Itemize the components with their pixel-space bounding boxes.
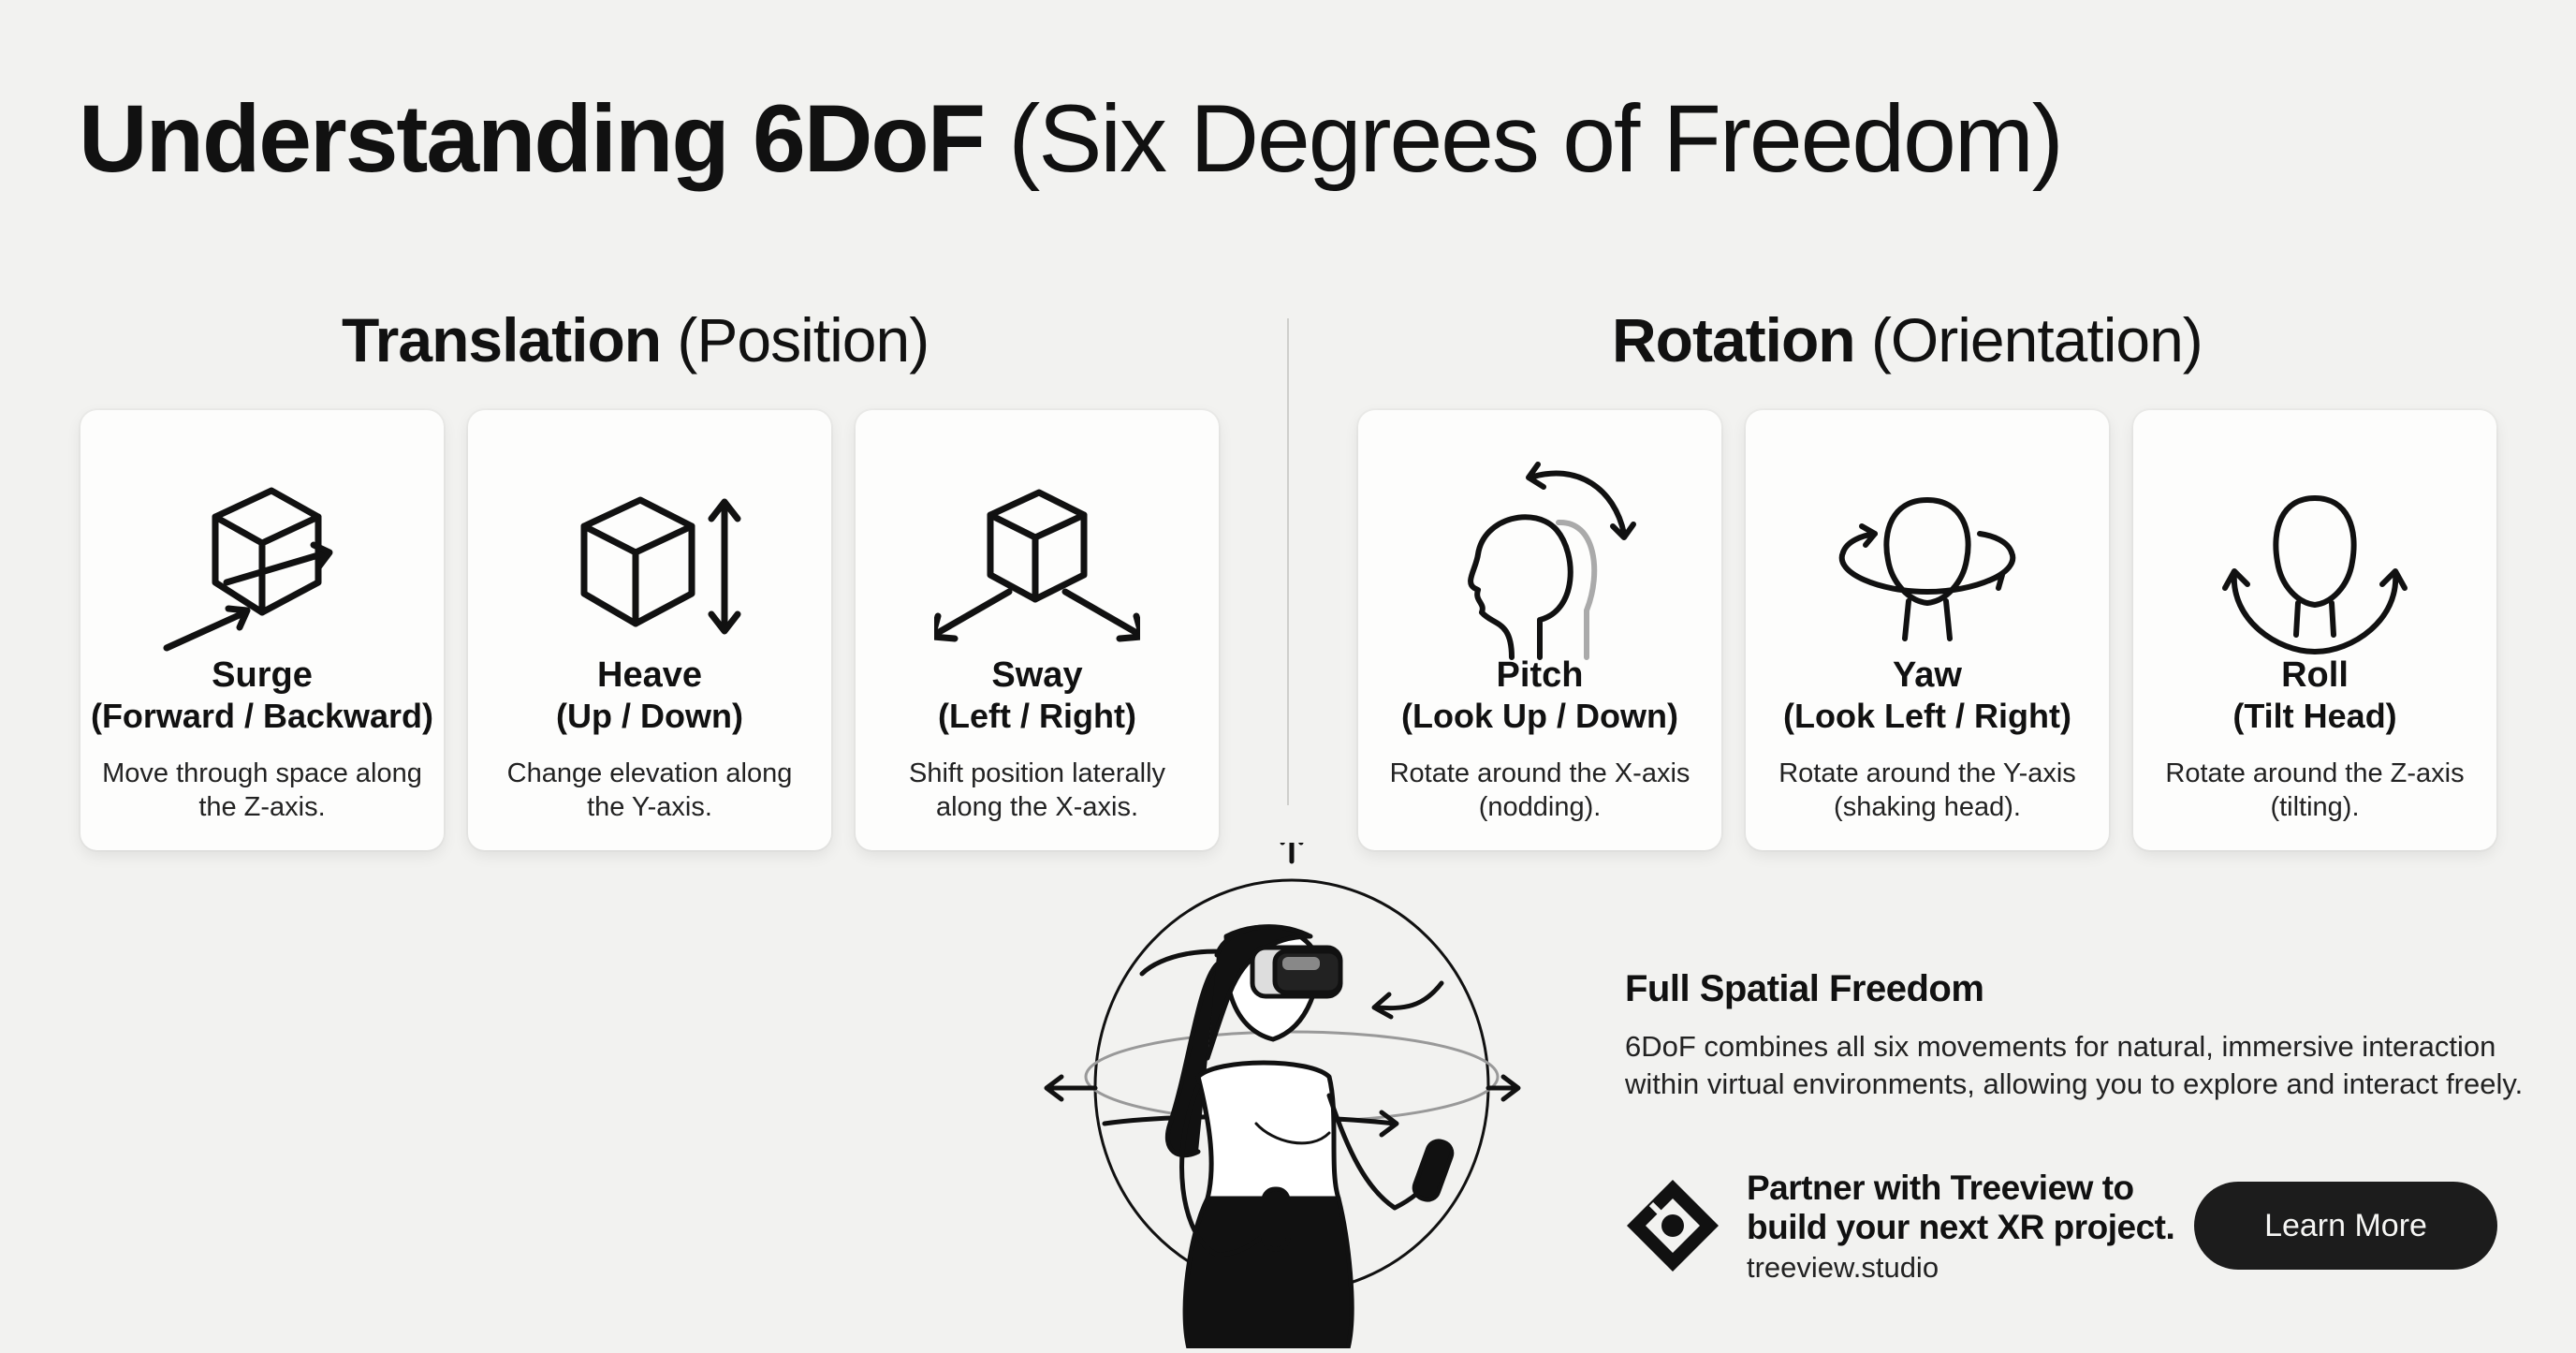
head-turn-icon [1824, 451, 2030, 676]
card-heave: Heave (Up / Down) Change elevation along… [468, 410, 831, 850]
card-name: Sway [991, 655, 1083, 695]
vr-user-illustration [1030, 827, 1554, 1351]
rotation-heading: Rotation (Orientation) [1612, 309, 2203, 371]
head-nod-icon [1437, 451, 1643, 676]
section-divider [1287, 318, 1289, 805]
card-surge: Surge (Forward / Backward) Move through … [80, 410, 444, 850]
card-sub: (Look Left / Right) [1783, 697, 2071, 735]
partner-line-1: Partner with Treeview to [1747, 1169, 2134, 1207]
translation-heading: Translation (Position) [342, 309, 929, 371]
rotation-heading-light: (Orientation) [1870, 305, 2203, 375]
card-desc: Rotate around the Y-axis (shaking head). [1778, 758, 2076, 823]
card-name: Yaw [1893, 655, 1962, 695]
card-sub: (Tilt Head) [2232, 697, 2397, 735]
card-sub: (Up / Down) [556, 697, 743, 735]
title-bold: Understanding 6DoF [79, 85, 986, 192]
card-name: Pitch [1496, 655, 1584, 695]
card-sub: (Forward / Backward) [90, 697, 434, 735]
translation-heading-bold: Translation [342, 305, 662, 375]
cube-lateral-arrows-icon [929, 451, 1146, 676]
partner-line-2: build your next XR project. [1747, 1208, 2175, 1246]
feature-title: Full Spatial Freedom [1625, 968, 1984, 1009]
card-name: Surge [212, 655, 313, 695]
title-light: (Six Degrees of Freedom) [1008, 85, 2063, 192]
card-name: Heave [597, 655, 702, 695]
card-desc: Rotate around the Z-axis (tilting). [2165, 758, 2465, 823]
card-desc: Shift position laterally along the X-axi… [908, 758, 1166, 823]
card-desc: Rotate around the X-axis (nodding). [1389, 758, 1690, 823]
card-sway: Sway (Left / Right) Shift position later… [856, 410, 1219, 850]
card-yaw: Yaw (Look Left / Right) Rotate around th… [1746, 410, 2109, 850]
translation-heading-light: (Position) [677, 305, 929, 375]
head-tilt-icon [2212, 451, 2418, 676]
cube-vertical-arrow-icon [547, 451, 753, 676]
cube-forward-arrow-icon [159, 451, 365, 676]
learn-more-button[interactable]: Learn More [2194, 1182, 2497, 1270]
card-desc: Move through space along the Z-axis. [102, 758, 422, 823]
card-sub: (Look Up / Down) [1401, 697, 1678, 735]
site-link[interactable]: treeview.studio [1747, 1251, 1939, 1284]
card-sub: (Left / Right) [938, 697, 1136, 735]
card-roll: Roll (Tilt Head) Rotate around the Z-axi… [2133, 410, 2496, 850]
card-desc: Change elevation along the Y-axis. [506, 758, 793, 823]
rotation-heading-bold: Rotation [1612, 305, 1856, 375]
card-name: Roll [2281, 655, 2349, 695]
feature-body: 6DoF combines all six movements for natu… [1625, 1030, 2524, 1101]
card-pitch: Pitch (Look Up / Down) Rotate around the… [1358, 410, 1721, 850]
treeview-logo-icon [1623, 1176, 1722, 1275]
page-title: Understanding 6DoF (Six Degrees of Freed… [79, 85, 2064, 192]
